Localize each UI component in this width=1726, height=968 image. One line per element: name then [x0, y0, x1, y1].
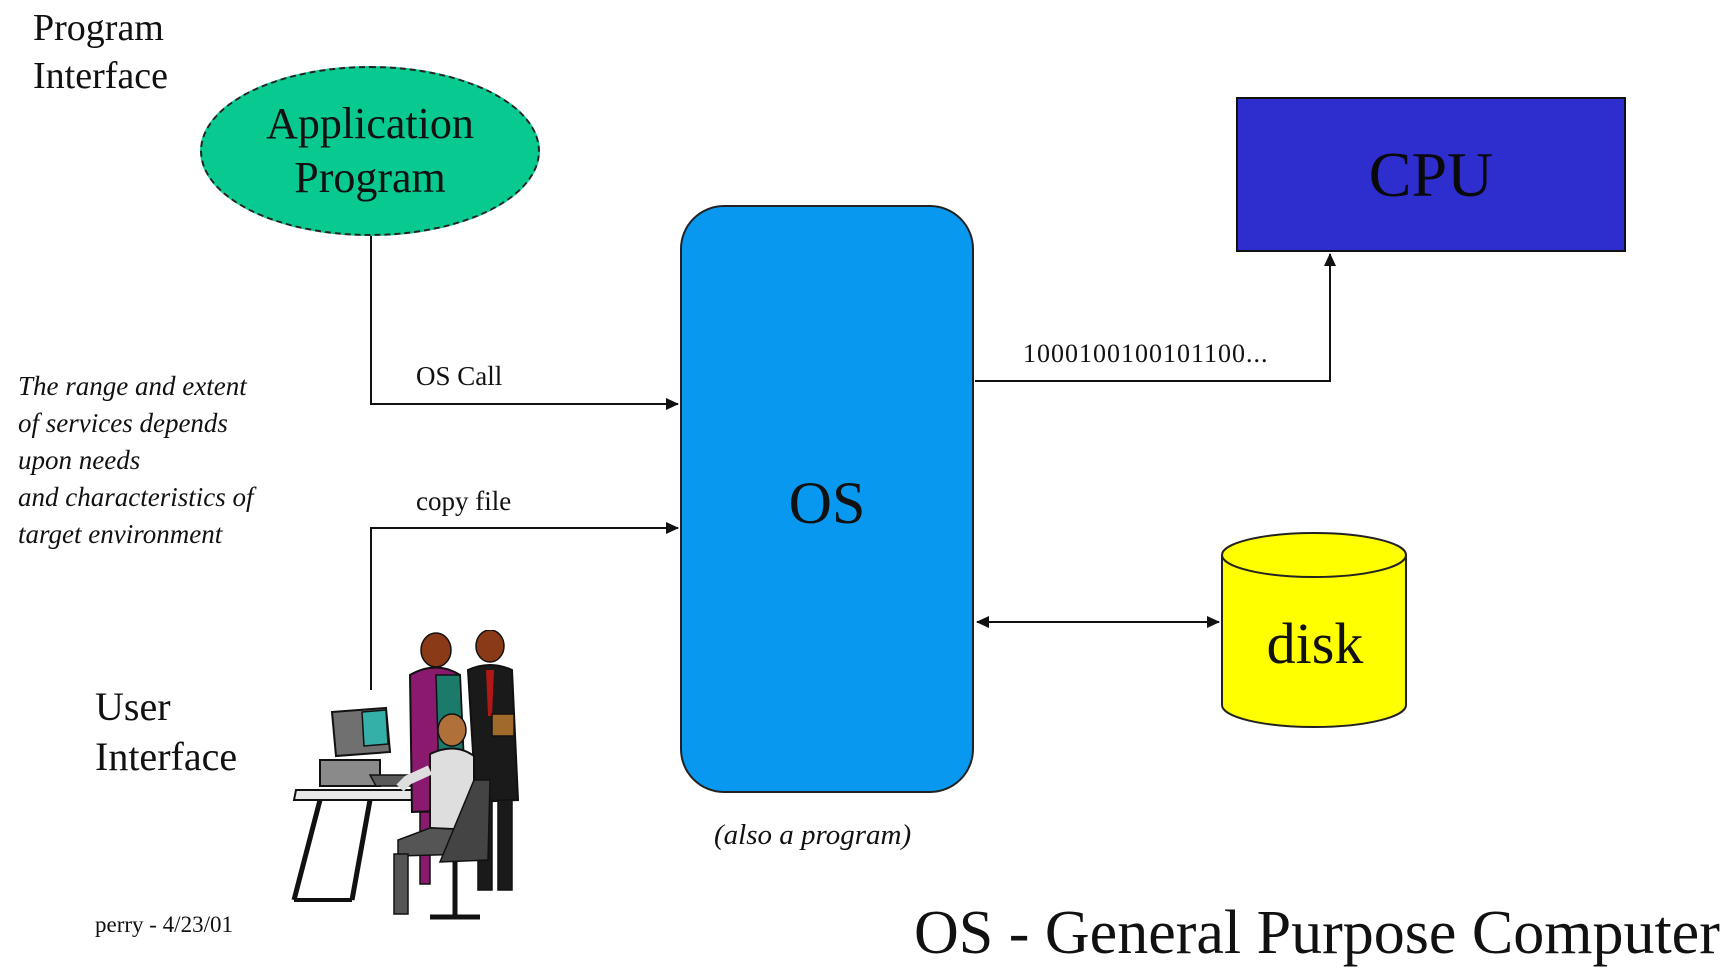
os-node: OS — [680, 205, 974, 793]
application-program-node: Application Program — [200, 66, 540, 236]
disk-label: disk — [1266, 611, 1364, 676]
slide-title: OS - General Purpose Computer — [914, 899, 1720, 967]
binary-stream-label: 1000100100101100... — [1023, 339, 1269, 368]
author-date-label: perry - 4/23/01 — [95, 912, 233, 937]
copy-file-label: copy file — [416, 486, 512, 516]
disk-cylinder — [1221, 532, 1407, 728]
os-to-cpu-connector — [975, 253, 1336, 382]
program-interface-label: Program Interface — [33, 7, 168, 97]
os-call-label: OS Call — [416, 361, 503, 391]
services-note: The range and extent of services depends… — [18, 371, 254, 549]
copy-file-connector — [370, 522, 679, 690]
os-label: OS — [788, 470, 866, 536]
user-interface-label: User Interface — [95, 684, 238, 779]
application-program-label: Application Program — [266, 99, 474, 202]
people-at-computer-icon — [291, 630, 520, 920]
os-call-connector — [370, 236, 679, 410]
cpu-node: CPU — [1236, 97, 1626, 252]
also-program-caption: (also a program) — [714, 819, 912, 851]
cpu-label: CPU — [1368, 138, 1494, 210]
